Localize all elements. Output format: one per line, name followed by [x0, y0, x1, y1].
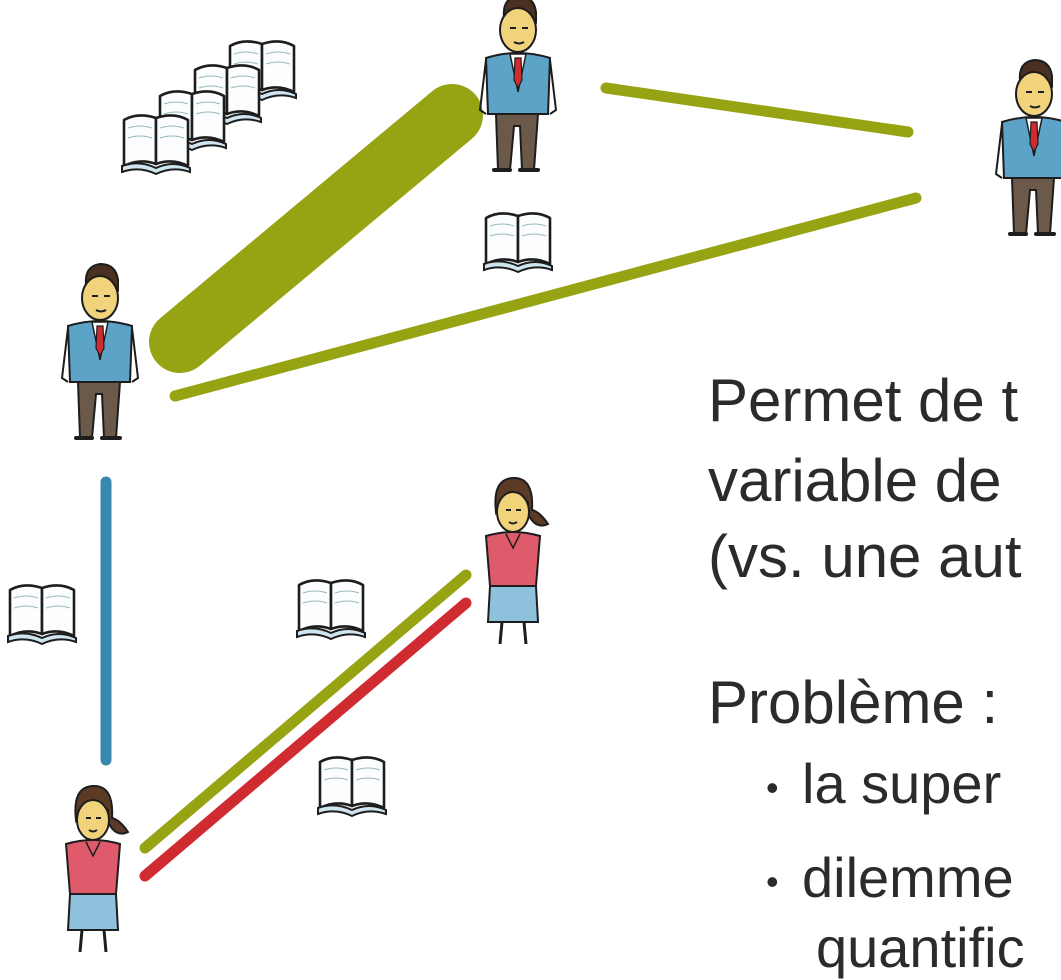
- tie-olive-long: [169, 192, 922, 402]
- bullet-item: • dilemme: [766, 846, 1014, 914]
- tie-red-bottom: [139, 597, 472, 882]
- book-icon: [6, 584, 78, 646]
- man-icon: [60, 262, 140, 440]
- bullet-dot: •: [766, 861, 779, 903]
- problem-heading: Problème :: [708, 669, 999, 736]
- book-icon: [482, 212, 554, 274]
- description-line-3: (vs. une aut: [708, 523, 1022, 590]
- woman-icon: [484, 476, 550, 646]
- man-icon: [994, 58, 1061, 236]
- bullet-continuation: quantific: [816, 916, 1025, 980]
- bullet-text: dilemme: [802, 846, 1014, 909]
- woman-icon: [64, 784, 130, 954]
- book-stack-icon: [120, 40, 298, 176]
- tie-thick-olive: [149, 84, 483, 373]
- book-icon: [316, 756, 388, 818]
- description-line-1: Permet de t: [708, 367, 1019, 434]
- bullet-text: la super: [802, 752, 1002, 815]
- tie-olive-bottom: [139, 569, 472, 854]
- description-line-2: variable de: [708, 447, 1002, 514]
- book-icon: [295, 579, 367, 641]
- network-diagram: [6, 0, 1061, 954]
- bullet-dot: •: [766, 767, 779, 809]
- man-icon: [478, 0, 558, 172]
- bullet-text: quantific: [816, 916, 1025, 979]
- tie-olive-top: [600, 82, 914, 138]
- bullet-item: • la super: [766, 752, 1001, 820]
